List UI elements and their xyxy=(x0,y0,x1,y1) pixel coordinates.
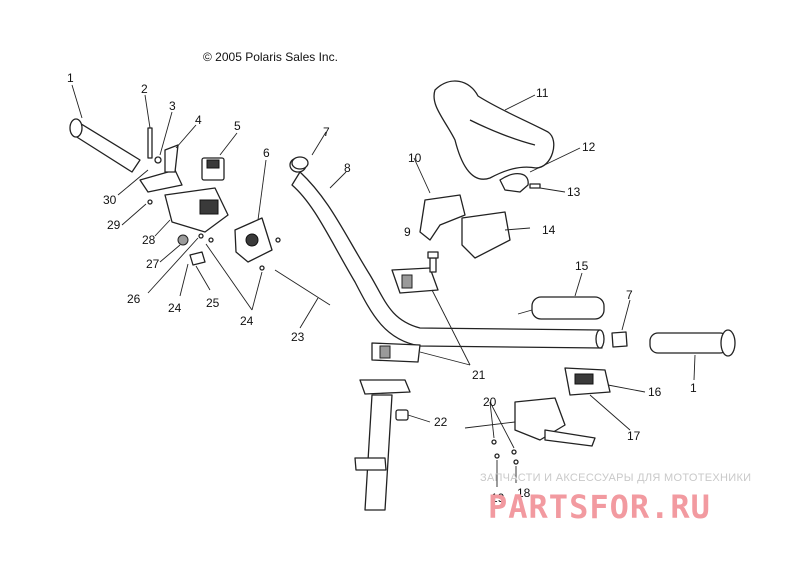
callout-21: 21 xyxy=(472,368,486,382)
bar-plug-right xyxy=(611,331,628,348)
callout-5: 5 xyxy=(234,119,241,133)
callout-15: 15 xyxy=(575,259,589,273)
callout-numbers: 1 2 3 4 5 6 7 8 9 10 11 12 13 14 15 16 1… xyxy=(67,71,697,505)
callout-13: 13 xyxy=(567,185,581,199)
callout-24-left: 24 xyxy=(168,301,182,315)
callout-22: 22 xyxy=(434,415,448,429)
watermark: ЗАПЧАСТИ И АКСЕССУАРЫ ДЛЯ МОТОТЕХНИКИ PA… xyxy=(480,472,751,526)
callout-1-left: 1 xyxy=(67,71,74,85)
grip-right xyxy=(649,329,736,357)
callout-8: 8 xyxy=(344,161,351,175)
callout-14: 14 xyxy=(542,223,556,237)
leader-lines xyxy=(71,84,696,487)
callout-18: 18 xyxy=(517,486,531,500)
callout-19: 19 xyxy=(491,491,505,505)
callout-6: 6 xyxy=(263,146,270,160)
callout-2: 2 xyxy=(141,82,148,96)
brake-master-cylinder xyxy=(464,397,596,447)
callout-20: 20 xyxy=(483,395,497,409)
nut xyxy=(395,409,409,421)
handlebar-pad xyxy=(433,80,555,180)
brake-screws xyxy=(491,439,519,465)
control-cover xyxy=(419,194,466,241)
callout-30: 30 xyxy=(103,193,117,207)
washer xyxy=(154,156,162,164)
callout-10: 10 xyxy=(408,151,422,165)
heated-grip xyxy=(517,296,605,320)
callout-17: 17 xyxy=(627,429,641,443)
bracket xyxy=(139,144,183,193)
callout-9: 9 xyxy=(404,225,411,239)
switch-5 xyxy=(201,157,225,181)
callout-1-right: 1 xyxy=(690,381,697,395)
callout-25: 25 xyxy=(206,296,220,310)
callout-23: 23 xyxy=(291,330,305,344)
callout-16: 16 xyxy=(648,385,662,399)
pin xyxy=(147,127,153,159)
throttle-housing xyxy=(234,217,273,263)
control-housing xyxy=(164,187,229,233)
brake-housing xyxy=(564,367,611,396)
watermark-brand: PARTSFOR.RU xyxy=(488,488,711,526)
callout-12: 12 xyxy=(582,140,596,154)
copyright-text: © 2005 Polaris Sales Inc. xyxy=(203,50,338,64)
switch-cover xyxy=(461,211,511,259)
steering-post xyxy=(354,379,411,511)
callout-29: 29 xyxy=(107,218,121,232)
bar-plug-left xyxy=(291,156,309,170)
screw-13 xyxy=(529,183,541,189)
callout-7-left: 7 xyxy=(323,125,330,139)
callout-7-right: 7 xyxy=(626,288,633,302)
callout-27: 27 xyxy=(146,257,160,271)
throttle-cable xyxy=(274,269,331,306)
callout-11: 11 xyxy=(536,86,549,100)
watermark-tagline: ЗАПЧАСТИ И АКСЕССУАРЫ ДЛЯ МОТОТЕХНИКИ xyxy=(480,472,751,484)
upper-clamp xyxy=(391,267,439,294)
grip-left xyxy=(69,118,141,173)
callout-26: 26 xyxy=(127,292,141,306)
bolt-9 xyxy=(427,251,439,273)
callout-4: 4 xyxy=(195,113,202,127)
small-fasteners xyxy=(147,199,281,271)
callout-28: 28 xyxy=(142,233,156,247)
lower-clamp xyxy=(371,342,421,363)
pad-strap xyxy=(499,173,529,193)
callout-24-right: 24 xyxy=(240,314,254,328)
callout-3: 3 xyxy=(169,99,176,113)
